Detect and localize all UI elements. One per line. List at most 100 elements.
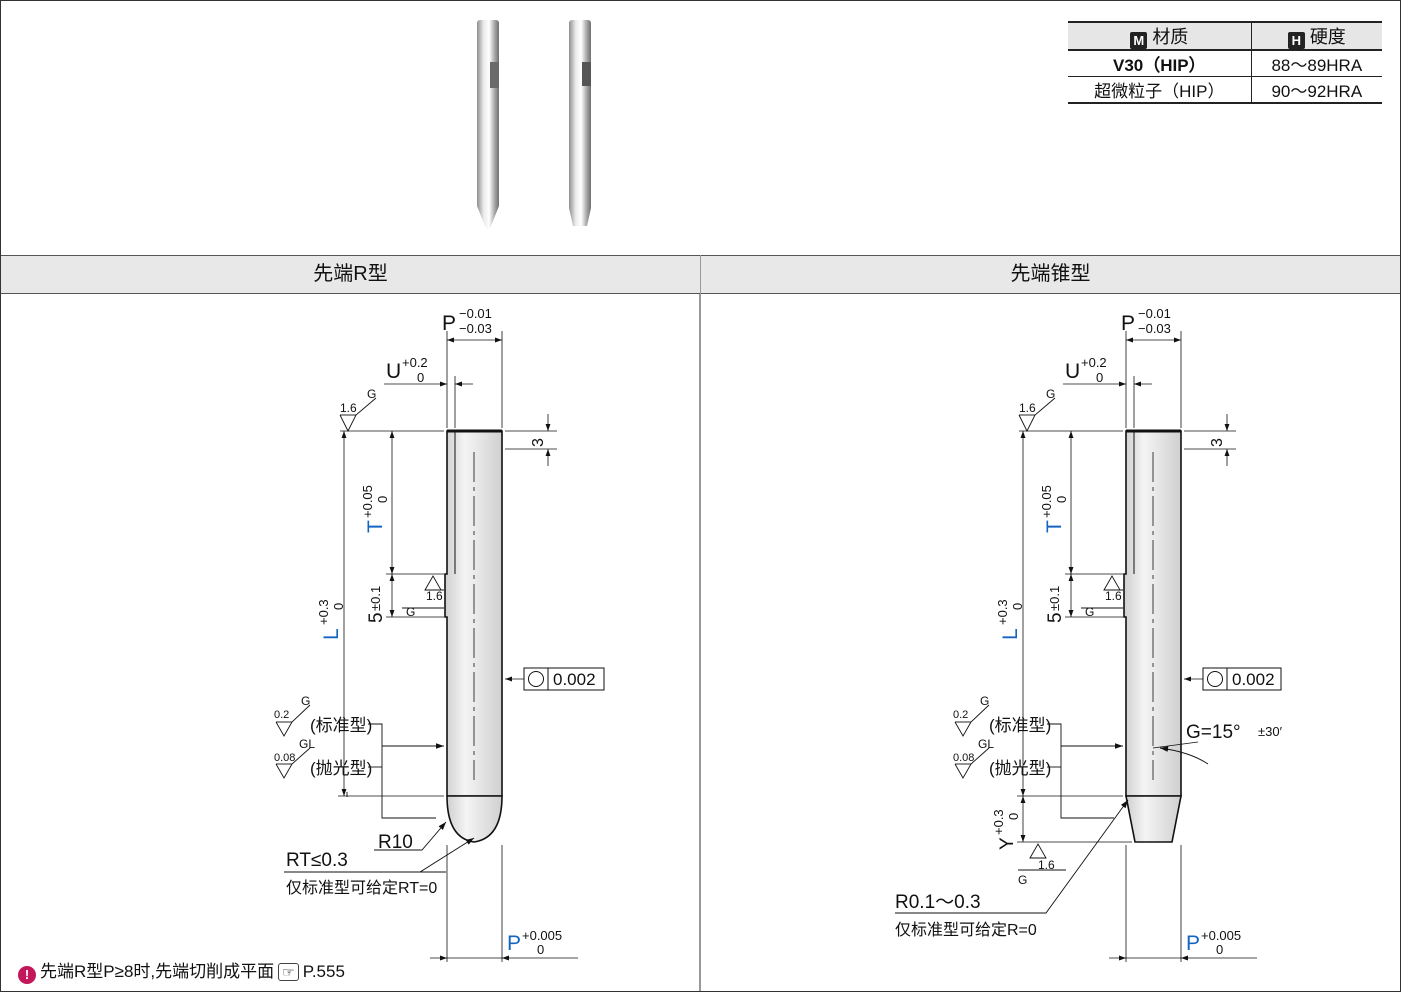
surface-standard-g-r: G <box>980 694 989 708</box>
dim-l-upper: +0.3 <box>316 599 331 625</box>
callout-r01: R0.1～0.3 <box>895 892 981 913</box>
pin-photo-rounded <box>477 20 499 229</box>
dim-u-upper-r: +0.2 <box>1081 355 1107 370</box>
surface-top-g: G <box>367 387 376 401</box>
surface-flat-value: 1.6 <box>426 589 443 603</box>
surface-flat-g: G <box>406 605 415 619</box>
callout-rt: RT≤0.3 <box>286 850 348 871</box>
dim-p-bottom-r: P <box>1186 932 1200 955</box>
callout-g-angle: G=15° <box>1186 722 1241 743</box>
pin-tip-tapered <box>1125 795 1182 843</box>
dim-five: 5 <box>366 612 387 623</box>
dim-u: U <box>386 360 401 383</box>
roundness-value: 0.002 <box>553 670 596 689</box>
cell-material: V30（HIP） <box>1068 50 1252 77</box>
dim-p-bottom-upper: +0.005 <box>522 928 562 943</box>
header-hardness-label: 硬度 <box>1309 27 1346 47</box>
table-row: V30（HIP） 88～89HRA <box>1068 50 1382 77</box>
dim-y-lower: 0 <box>1006 813 1021 820</box>
callout-r-note: 仅标准型可给定R=0 <box>895 921 1037 939</box>
dim-l: L <box>320 628 343 640</box>
surface-polished-value-r: 0.08 <box>953 752 974 764</box>
dim-three-r: 3 <box>1209 438 1226 447</box>
surface-standard-g: G <box>301 694 310 708</box>
header-material-label: 材质 <box>1152 27 1189 47</box>
dim-u-upper: +0.2 <box>402 355 428 370</box>
surface-taper-value: 1.6 <box>1038 858 1055 872</box>
dim-u-lower-r: 0 <box>1096 370 1103 385</box>
section-title-left: 先端R型 <box>1 255 700 294</box>
surface-standard-value-r: 0.2 <box>953 709 968 721</box>
footnote: !先端R型P≥8时,先端切削成平面☞P.555 <box>18 957 345 984</box>
surface-flat-value-r: 1.6 <box>1105 589 1122 603</box>
pin-body-right <box>1123 430 1182 797</box>
pin-body-left <box>444 430 503 797</box>
dim-y: Y <box>997 837 1018 850</box>
dim-five-tol: ±0.1 <box>368 586 383 611</box>
left-drawing <box>275 331 605 962</box>
dim-t-r: T <box>1043 520 1066 533</box>
surface-top-value-r: 1.6 <box>1019 401 1036 415</box>
right-drawing <box>895 331 1282 962</box>
dim-p-lower: −0.03 <box>459 321 492 336</box>
surface-flat-g-r: G <box>1085 605 1094 619</box>
pin-photo-tapered <box>569 20 591 226</box>
surface-standard-value: 0.2 <box>274 709 289 721</box>
dim-l-lower-r: 0 <box>1010 603 1025 610</box>
dim-l-r: L <box>999 628 1022 640</box>
dim-u-r: U <box>1065 360 1080 383</box>
cell-material: 超微粒子（HIP） <box>1068 76 1252 104</box>
dim-p-upper-r: −0.01 <box>1138 306 1171 321</box>
dim-t: T <box>364 520 387 533</box>
callout-rt-note: 仅标准型可给定RT=0 <box>286 879 437 897</box>
dim-y-upper: +0.3 <box>991 809 1006 835</box>
h-badge-icon: H <box>1287 32 1305 49</box>
surface-polished-label: (抛光型) <box>310 759 372 778</box>
footnote-page-ref[interactable]: P.555 <box>302 962 345 981</box>
m-badge-icon: M <box>1130 32 1148 49</box>
dim-t-upper-r: +0.05 <box>1039 485 1054 518</box>
left-labels: P −0.01 −0.03 U +0.2 0 1.6 G 3 T +0.05 0… <box>274 306 596 957</box>
dim-p-bottom-upper-r: +0.005 <box>1201 928 1241 943</box>
dim-p-top-r: P <box>1121 312 1135 335</box>
section-title-right: 先端锥型 <box>701 255 1400 294</box>
dim-five-tol-r: ±0.1 <box>1047 586 1062 611</box>
pin-tip-rounded <box>446 795 503 843</box>
roundness-value-r: 0.002 <box>1232 670 1275 689</box>
dim-three: 3 <box>530 438 547 447</box>
surface-standard-label-r: (标准型) <box>989 716 1051 735</box>
dim-p-upper: −0.01 <box>459 306 492 321</box>
cell-hardness: 90～92HRA <box>1250 76 1382 104</box>
dim-p-bottom: P <box>507 932 521 955</box>
callout-g-tol: ±30′ <box>1258 724 1283 739</box>
surface-standard-label: (标准型) <box>310 716 372 735</box>
surface-polished-value: 0.08 <box>274 752 295 764</box>
surface-polished-gl: GL <box>299 737 315 751</box>
surface-taper-g: G <box>1018 873 1027 887</box>
surface-polished-label-r: (抛光型) <box>989 759 1051 778</box>
table-row: 超微粒子（HIP） 90～92HRA <box>1068 76 1382 104</box>
dim-t-lower: 0 <box>375 496 390 503</box>
footnote-text: 先端R型P≥8时,先端切削成平面 <box>40 962 275 981</box>
right-labels: P −0.01 −0.03 U +0.2 0 1.6 G 3 T +0.05 0… <box>895 306 1283 957</box>
surface-top-value: 1.6 <box>340 401 357 415</box>
dim-p-top: P <box>442 312 456 335</box>
cell-hardness: 88～89HRA <box>1250 50 1382 77</box>
surface-polished-gl-r: GL <box>978 737 994 751</box>
pointing-hand-icon: ☞ <box>278 963 299 981</box>
surface-top-g-r: G <box>1046 387 1055 401</box>
dim-l-upper-r: +0.3 <box>995 599 1010 625</box>
dim-t-lower-r: 0 <box>1054 496 1069 503</box>
callout-r10: R10 <box>378 832 413 853</box>
dim-t-upper: +0.05 <box>360 485 375 518</box>
dim-l-lower: 0 <box>331 603 346 610</box>
dim-p-lower-r: −0.03 <box>1138 321 1171 336</box>
warning-icon: ! <box>18 966 36 984</box>
dim-p-bottom-lower: 0 <box>537 942 544 957</box>
